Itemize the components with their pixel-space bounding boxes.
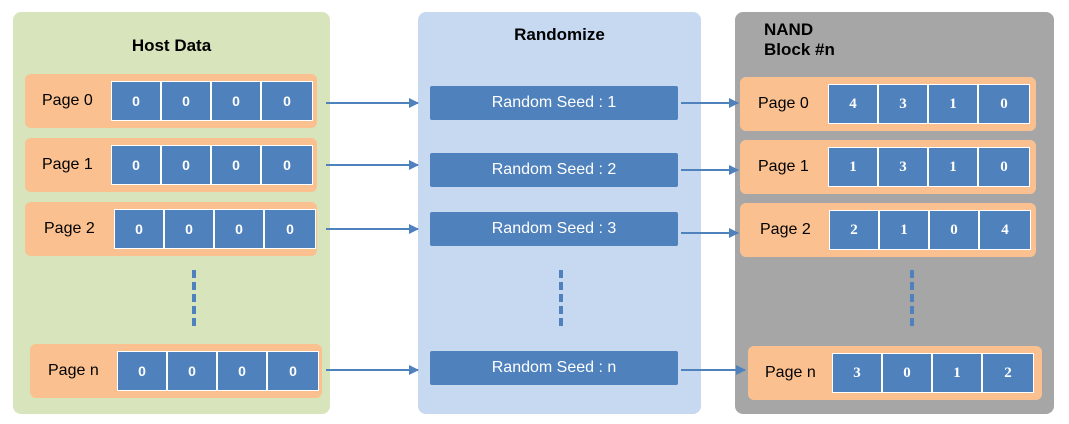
data-cell: 0 (165, 210, 215, 248)
data-cell: 0 (262, 82, 312, 120)
host-data-panel: Host Data Page 0 0 0 0 0 Page 1 0 0 0 0 … (13, 12, 330, 414)
data-cell: 4 (980, 211, 1030, 249)
randomize-title: Randomize (514, 25, 605, 44)
data-cell: 3 (833, 354, 883, 392)
page-label: Page n (765, 364, 816, 381)
page-cells: 2 1 0 4 (829, 210, 1031, 250)
nand-page-0: Page 0 4 3 1 0 (740, 77, 1036, 131)
data-cell: 2 (983, 354, 1033, 392)
data-cell: 3 (879, 148, 929, 186)
page-cells: 0 0 0 0 (117, 351, 319, 391)
data-cell: 2 (830, 211, 880, 249)
data-cell: 1 (829, 148, 879, 186)
data-cell: 1 (933, 354, 983, 392)
data-cell: 0 (930, 211, 980, 249)
data-cell: 0 (979, 85, 1029, 123)
data-cell: 0 (112, 82, 162, 120)
random-seed-1: Random Seed : 1 (430, 86, 678, 120)
host-data-title: Host Data (131, 36, 212, 55)
page-cells: 0 0 0 0 (111, 81, 313, 121)
nand-page-n: Page n 3 0 1 2 (748, 346, 1042, 400)
host-page-1: Page 1 0 0 0 0 (25, 138, 317, 192)
data-cell: 1 (929, 148, 979, 186)
ellipsis-dashes (910, 270, 914, 328)
page-cells: 4 3 1 0 (828, 84, 1030, 124)
nand-title-line2: Block #n (764, 40, 835, 59)
data-cell: 0 (265, 210, 315, 248)
randomize-panel: Randomize Random Seed : 1 Random Seed : … (418, 12, 701, 414)
nand-block-panel: NAND Block #n Page 0 4 3 1 0 Page 1 1 3 … (735, 12, 1054, 414)
host-page-2: Page 2 0 0 0 0 (25, 202, 317, 256)
data-cell: 0 (979, 148, 1029, 186)
ellipsis-dashes (192, 270, 196, 328)
page-label: Page 2 (760, 221, 811, 238)
data-cell: 1 (880, 211, 930, 249)
page-cells: 3 0 1 2 (832, 353, 1034, 393)
nand-block-title: NAND Block #n (764, 20, 835, 60)
page-cells: 0 0 0 0 (114, 209, 316, 249)
data-cell: 3 (879, 85, 929, 123)
nand-page-2: Page 2 2 1 0 4 (740, 203, 1036, 257)
data-cell: 0 (118, 352, 168, 390)
page-label: Page 2 (44, 220, 95, 237)
data-cell: 0 (218, 352, 268, 390)
page-label: Page 1 (758, 158, 809, 175)
data-cell: 0 (212, 82, 262, 120)
random-seed-3: Random Seed : 3 (430, 212, 678, 246)
data-cell: 0 (162, 82, 212, 120)
data-cell: 4 (829, 85, 879, 123)
page-label: Page 0 (42, 92, 93, 109)
random-seed-n: Random Seed : n (430, 351, 678, 385)
host-page-0: Page 0 0 0 0 0 (25, 74, 317, 128)
data-cell: 0 (215, 210, 265, 248)
data-cell: 0 (262, 146, 312, 184)
page-cells: 0 0 0 0 (111, 145, 313, 185)
page-cells: 1 3 1 0 (828, 147, 1030, 187)
nand-title-line1: NAND (764, 20, 814, 39)
data-cell: 0 (883, 354, 933, 392)
data-cell: 0 (112, 146, 162, 184)
random-seed-2: Random Seed : 2 (430, 153, 678, 187)
data-cell: 1 (929, 85, 979, 123)
ellipsis-dashes (559, 270, 563, 328)
data-cell: 0 (162, 146, 212, 184)
nand-page-1: Page 1 1 3 1 0 (740, 140, 1036, 194)
host-page-n: Page n 0 0 0 0 (30, 344, 322, 398)
page-label: Page n (48, 362, 99, 379)
data-cell: 0 (115, 210, 165, 248)
data-cell: 0 (168, 352, 218, 390)
page-label: Page 1 (42, 156, 93, 173)
data-cell: 0 (212, 146, 262, 184)
data-cell: 0 (268, 352, 318, 390)
page-label: Page 0 (758, 95, 809, 112)
